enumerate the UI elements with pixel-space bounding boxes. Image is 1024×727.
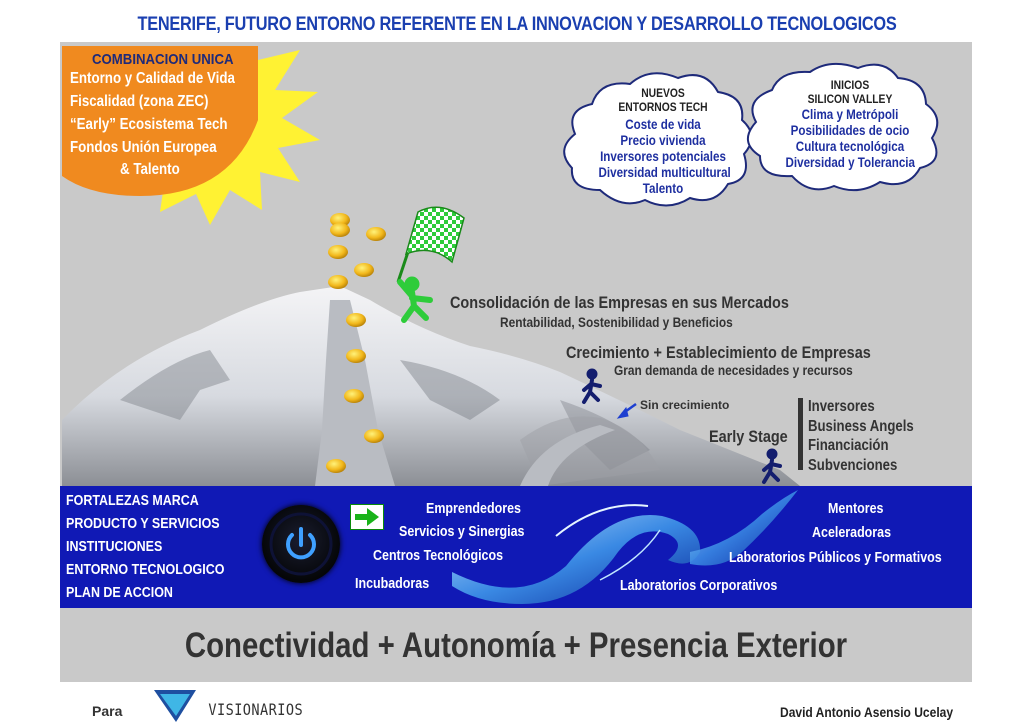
cloud-left-item: Talento — [642, 181, 684, 196]
band-left-item: PRODUCTO Y SERVICIOS — [66, 516, 220, 532]
slogan: Conectividad + Autonomía + Presencia Ext… — [184, 626, 848, 665]
coin-icon — [328, 275, 348, 289]
coin-icon — [346, 349, 366, 363]
growth-subtitle: Gran demanda de necesidades y recursos — [614, 362, 853, 378]
footer-para-label: Para — [92, 703, 123, 719]
walker-icon — [762, 448, 782, 484]
band-center-item: Centros Tecnológicos — [373, 548, 504, 564]
footer-author: David Antonio Asensio Ucelay — [780, 704, 954, 720]
cloud-shape-right — [747, 62, 939, 192]
early-stage-title: Early Stage — [709, 427, 788, 446]
band-center-item: Incubadoras — [355, 576, 430, 592]
band-left-item: ENTORNO TECNOLOGICO — [66, 562, 225, 578]
band-right-item: Laboratorios Públicos y Formativos — [729, 550, 942, 566]
brand-logo-icon — [154, 690, 196, 722]
early-stage-item: Business Angels — [808, 418, 914, 435]
coin-icon — [326, 459, 346, 473]
cloud-left-item: Coste de vida — [625, 117, 701, 132]
coin-icon — [328, 245, 348, 259]
cloud-right-item: Clima y Metrópoli — [801, 107, 899, 122]
band-right-item: Aceleradoras — [812, 525, 892, 541]
no-growth-label: Sin crecimiento — [640, 398, 730, 412]
sun-box-title: COMBINACION UNICA — [92, 51, 234, 68]
sun-icon — [62, 46, 320, 225]
early-stage-item: Financiación — [808, 437, 889, 454]
arrow-right-icon — [350, 504, 384, 530]
coin-icon — [354, 263, 374, 277]
band-center-item: Emprendedores — [426, 501, 521, 517]
cloud-left-heading: NUEVOS — [641, 86, 685, 100]
power-icon — [269, 512, 333, 576]
early-stage-item: Inversores — [808, 398, 875, 415]
checkered-flag-icon — [396, 206, 465, 283]
power-button[interactable] — [262, 505, 340, 583]
consolidation-subtitle: Rentabilidad, Sostenibilidad y Beneficio… — [500, 314, 733, 330]
sun-box-item: “Early” Ecosistema Tech — [70, 116, 228, 133]
early-stage-item: Subvenciones — [808, 457, 898, 474]
cloud-left-item: Diversidad multicultural — [598, 165, 731, 180]
band-left-item: PLAN DE ACCION — [66, 585, 173, 601]
sun-box-item: Fiscalidad (zona ZEC) — [70, 93, 209, 110]
cloud-left-item: Precio vivienda — [620, 133, 706, 148]
cloud-right-item: Posibilidades de ocio — [790, 123, 910, 138]
band-bottom-item: Laboratorios Corporativos — [620, 578, 778, 594]
sun-box-item: Entorno y Calidad de Vida — [70, 70, 235, 87]
coin-icon — [366, 227, 386, 241]
page-title: TENERIFE, FUTURO ENTORNO REFERENTE EN LA… — [137, 14, 897, 35]
band-center-item: Servicios y Sinergias — [399, 524, 525, 540]
coin-icon — [330, 223, 350, 237]
cloud-left-heading: ENTORNOS TECH — [618, 100, 708, 114]
walker-icon — [582, 368, 602, 404]
band-left-item: INSTITUCIONES — [66, 539, 163, 555]
runner-icon — [397, 276, 433, 323]
growth-title: Crecimiento + Establecimiento de Empresa… — [566, 343, 871, 362]
consolidation-title: Consolidación de las Empresas en sus Mer… — [450, 293, 789, 312]
cloud-right-item: Diversidad y Tolerancia — [785, 155, 915, 170]
coin-icon — [344, 389, 364, 403]
footer-brand-name[interactable]: VISIONARIOS — [208, 700, 304, 719]
cloud-right-item: Cultura tecnológica — [795, 139, 905, 154]
cloud-left-item: Inversores potenciales — [600, 149, 726, 164]
cloud-right-heading: INICIOS — [830, 78, 870, 92]
early-stage-divider — [798, 398, 803, 470]
coin-icon — [346, 313, 366, 327]
band-right-item: Mentores — [828, 501, 884, 517]
band-left-item: FORTALEZAS MARCA — [66, 493, 199, 509]
cloud-shape-left — [563, 72, 753, 207]
arrow-pointer-icon — [616, 402, 637, 419]
coin-icon — [364, 429, 384, 443]
sun-box-item: Fondos Unión Europea — [70, 139, 217, 156]
coin-icon — [330, 213, 350, 227]
cloud-right-heading: SILICON VALLEY — [807, 92, 893, 106]
sun-box-item: & Talento — [120, 161, 180, 178]
